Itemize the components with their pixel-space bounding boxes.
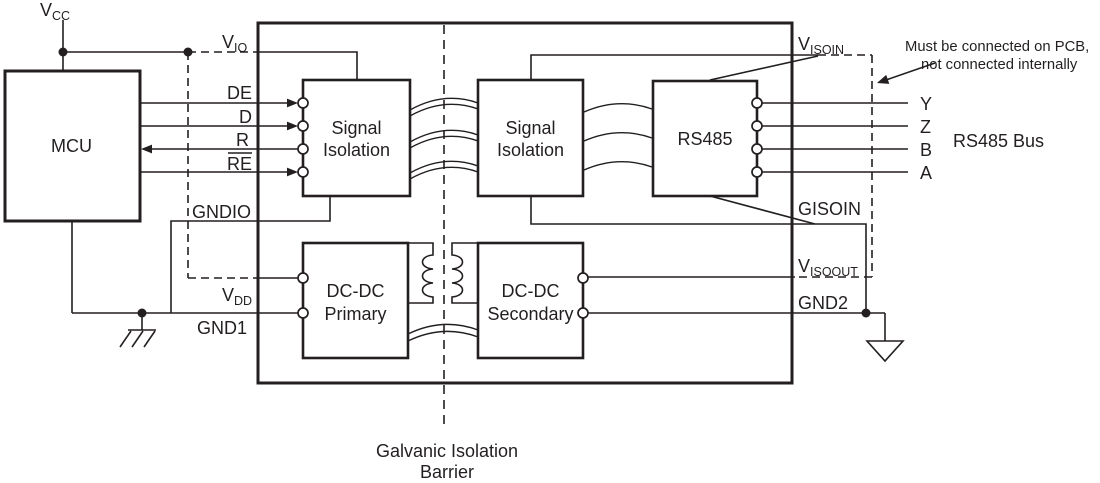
bus-wires <box>762 102 908 173</box>
d-arrowhead <box>287 121 298 131</box>
barrier-caption-line2: Barrier <box>420 462 474 482</box>
visoin-label: VISOIN <box>798 34 844 57</box>
r-pin-label: R <box>236 130 249 150</box>
vio-wire <box>188 51 358 80</box>
iso-ground-icon <box>865 340 905 363</box>
signal-isolation-right-label-line2: Isolation <box>497 140 564 160</box>
pcb-note-line1: Must be connected on PCB, <box>905 39 1089 55</box>
z-pin-circle <box>751 120 763 132</box>
barrier-caption-line1: Galvanic Isolation <box>376 441 518 461</box>
transformer-icon <box>407 242 479 342</box>
re-arrowhead <box>287 167 298 177</box>
mcu-label: MCU <box>51 136 92 156</box>
vcc-wire <box>62 20 188 71</box>
gnd2-wire <box>588 312 886 341</box>
gisoin-wire <box>530 195 867 313</box>
vdd-label: VDD <box>222 285 252 308</box>
visoin-wire <box>530 54 872 81</box>
gisoin-pin-label: GISOIN <box>798 199 861 219</box>
rs485-block-label: RS485 <box>677 129 732 149</box>
signal-isolation-right-label-line1: Signal <box>505 118 555 138</box>
b-bus-label: B <box>920 140 932 160</box>
dcdc-secondary-label-line2: Secondary <box>487 304 573 324</box>
y-pin-circle <box>751 97 763 109</box>
gndio-wire <box>170 196 331 313</box>
d-pin-label: D <box>239 107 252 127</box>
re-wire <box>140 167 298 177</box>
isolation-coupling-arcs-left <box>409 97 479 180</box>
de-wire <box>140 98 298 108</box>
vdd-wire <box>187 52 298 279</box>
rs485-bus-label: RS485 Bus <box>953 131 1044 151</box>
de-pin-label: DE <box>227 83 252 103</box>
de-arrowhead <box>287 98 298 108</box>
r-arrowhead <box>141 144 152 154</box>
signal-isolation-left-block <box>301 78 412 198</box>
y-bus-label: Y <box>920 94 932 114</box>
d-wire <box>140 121 298 131</box>
signal-isolation-left-label-line1: Signal <box>331 118 381 138</box>
vcc-label: VCC <box>40 0 70 23</box>
de-pin-circle <box>297 97 309 109</box>
vio-label: VIO <box>222 32 247 55</box>
re-pin-circle <box>297 166 309 178</box>
gnd1-wire <box>71 221 298 314</box>
a-bus-label: A <box>920 163 932 183</box>
z-bus-label: Z <box>920 117 931 137</box>
junction-dot <box>183 47 193 57</box>
dcdc-primary-block <box>301 241 410 360</box>
gnd2-pin-circle <box>577 307 589 319</box>
d-pin-circle <box>297 120 309 132</box>
visoout-label: VISOOUT <box>798 256 858 279</box>
gndio-pin-label: GNDIO <box>192 202 251 222</box>
pcb-note-arrow <box>877 62 936 84</box>
r-wire <box>141 144 298 154</box>
vdd-pin-circle <box>297 272 309 284</box>
signal-isolation-left-label-line2: Isolation <box>323 140 390 160</box>
mcu-block <box>3 69 142 223</box>
junction-dot <box>58 47 68 57</box>
re-pin-label: RE <box>227 154 252 174</box>
junction-dot <box>137 308 147 318</box>
pcb-connection-dashed-wire <box>795 55 873 278</box>
dcdc-secondary-label-line1: DC-DC <box>502 281 560 301</box>
dcdc-secondary-block <box>476 241 585 360</box>
signal-isolation-right-block <box>476 78 585 198</box>
visoout-pin-circle <box>577 272 589 284</box>
dcdc-primary-label-line2: Primary <box>325 304 387 324</box>
isolation-coupling-arcs-right <box>583 102 653 171</box>
earth-ground-icon <box>119 313 156 348</box>
junction-dot <box>861 308 871 318</box>
gnd1-pin-circle <box>297 307 309 319</box>
a-pin-circle <box>751 166 763 178</box>
rs485-block <box>651 79 759 198</box>
pcb-note-line2: not connected internally <box>921 57 1078 73</box>
dcdc-primary-label-line1: DC-DC <box>327 281 385 301</box>
gnd1-pin-label: GND1 <box>197 318 247 338</box>
b-pin-circle <box>751 143 763 155</box>
gnd2-pin-label: GND2 <box>798 293 848 313</box>
r-pin-circle <box>297 143 309 155</box>
